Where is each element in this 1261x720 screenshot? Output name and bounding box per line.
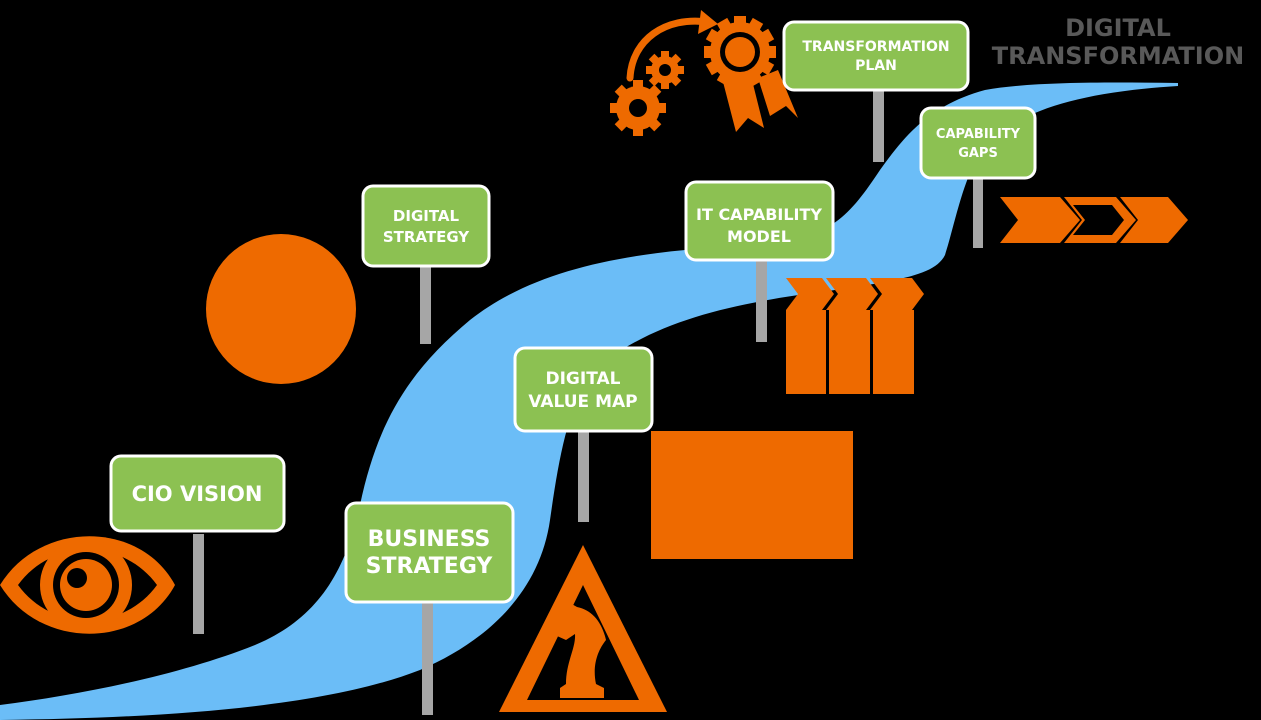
sign-digital-value-map: DIGITAL VALUE MAP xyxy=(513,346,654,433)
sign-label: VALUE MAP xyxy=(528,392,637,412)
sign-post xyxy=(973,176,983,248)
river-path xyxy=(0,82,1178,720)
title-line-1: DIGITAL xyxy=(1065,14,1171,42)
chevron-arrows-icon xyxy=(1000,197,1188,243)
sign-label: CAPABILITY xyxy=(936,127,1021,142)
sign-it-capability-model: IT CAPABILITY MODEL xyxy=(684,180,835,262)
sign-label: MODEL xyxy=(727,227,791,246)
orange-circle-icon xyxy=(206,234,356,384)
title-line-2: TRANSFORMATION xyxy=(992,42,1244,70)
sign-label: TRANSFORMATION xyxy=(802,39,949,55)
sign-label: IT CAPABILITY xyxy=(696,205,822,224)
sign-label: DIGITAL xyxy=(393,207,460,225)
eye-icon xyxy=(0,536,175,634)
sign-label: STRATEGY xyxy=(383,228,470,246)
sign-post xyxy=(420,266,431,344)
sign-cio-vision: CIO VISION xyxy=(109,454,286,533)
sign-post xyxy=(873,90,884,162)
sign-label: CIO VISION xyxy=(132,482,263,506)
sign-post xyxy=(578,430,589,522)
capability-columns-icon xyxy=(786,278,924,394)
sign-business-strategy: BUSINESS STRATEGY xyxy=(344,501,515,604)
diagram-title: DIGITAL TRANSFORMATION xyxy=(992,14,1244,70)
sign-digital-strategy: DIGITAL STRATEGY xyxy=(361,184,491,268)
sign-label: DIGITAL xyxy=(546,369,621,389)
sign-transformation-plan: TRANSFORMATION PLAN xyxy=(782,20,970,92)
sign-label: STRATEGY xyxy=(366,554,494,579)
sign-capability-gaps: CAPABILITY GAPS xyxy=(919,106,1037,180)
sign-label: BUSINESS xyxy=(368,527,491,552)
chess-knight-warning-icon xyxy=(499,545,667,712)
sign-post xyxy=(422,600,433,715)
sign-post xyxy=(193,534,204,634)
sign-label: PLAN xyxy=(855,58,897,74)
gears-award-icon xyxy=(610,10,798,136)
orange-square-icon xyxy=(651,431,853,559)
sign-label: GAPS xyxy=(958,146,998,161)
sign-post xyxy=(756,258,767,342)
